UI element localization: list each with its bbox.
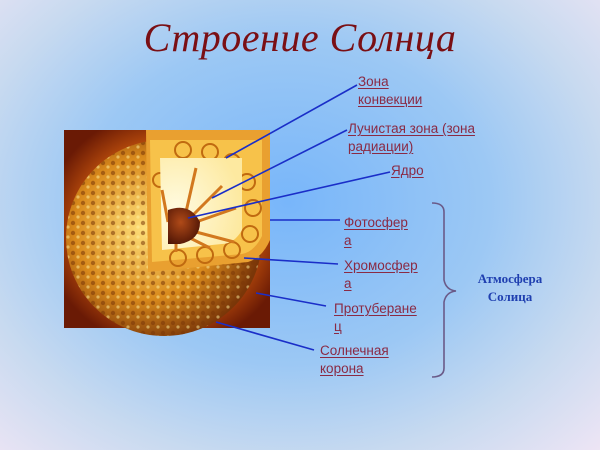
leader-lines: [187, 84, 391, 351]
sun-image: [64, 130, 270, 336]
label-corona[interactable]: Солнечная корона: [320, 343, 389, 376]
label-chromosphere[interactable]: Хромосфер а: [344, 258, 418, 291]
label-core[interactable]: Ядро: [391, 163, 424, 178]
label-convection-zone[interactable]: Зона конвекции: [358, 74, 423, 107]
label-photosphere[interactable]: Фотосфер а: [344, 215, 408, 248]
page-title: Строение Солнца: [143, 15, 457, 60]
label-prominence[interactable]: Протуберане ц: [334, 301, 417, 334]
atmosphere-label: Атмосфера Солица: [477, 271, 543, 304]
atmosphere-bracket: [431, 202, 457, 378]
label-radiation-zone[interactable]: Лучистая зона (зона радиации): [348, 121, 475, 154]
